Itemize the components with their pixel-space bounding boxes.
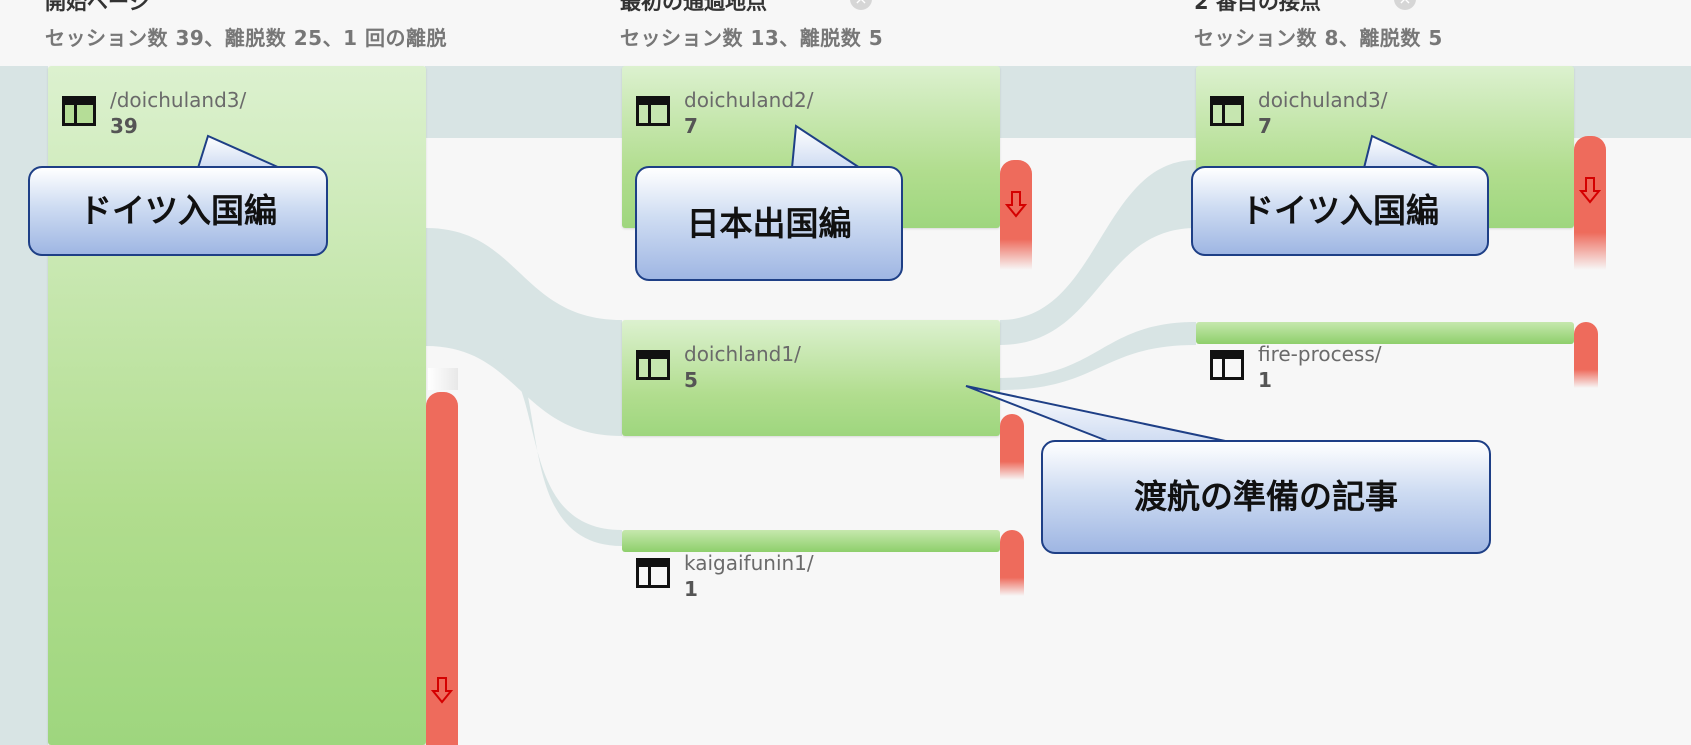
page-layout-icon: [62, 96, 96, 126]
drop-off-bar[interactable]: [1000, 530, 1024, 596]
page-path-label: doichland1/: [684, 342, 801, 366]
column-summary: セッション数 8、離脱数 5: [1194, 26, 1443, 50]
flow-link: [1000, 160, 1196, 345]
page-layout-icon: [636, 350, 670, 380]
annotation-callout: 渡航の準備の記事: [1041, 440, 1491, 554]
column-summary: セッション数 13、離脱数 5: [620, 26, 884, 50]
annotation-callout: ドイツ入国編: [28, 166, 328, 256]
close-icon[interactable]: ×: [1394, 0, 1416, 10]
page-path-label: doichuland2/: [684, 88, 814, 112]
session-count: 7: [684, 114, 698, 138]
session-count: 39: [110, 114, 138, 138]
annotation-callout: 日本出国編: [635, 166, 903, 281]
flow-link: [426, 228, 622, 436]
page-layout-icon: [636, 96, 670, 126]
drop-off-bar[interactable]: [426, 392, 458, 745]
page-layout-icon: [1210, 96, 1244, 126]
session-count: 5: [684, 368, 698, 392]
session-count: 1: [684, 577, 698, 601]
flow-link: [1000, 322, 1196, 390]
annotation-callout: ドイツ入国編: [1191, 166, 1489, 256]
page-node-kaigaifunin1[interactable]: [622, 530, 1000, 552]
session-count: 1: [1258, 368, 1272, 392]
page-node-fire-process[interactable]: [1196, 322, 1574, 344]
page-node-doichland1[interactable]: [622, 320, 1000, 436]
drop-off-shadow: [428, 368, 458, 390]
session-count: 7: [1258, 114, 1272, 138]
drop-off-arrow-icon: [431, 677, 453, 704]
close-icon[interactable]: ×: [850, 0, 872, 10]
drop-off-arrow-icon: [1579, 177, 1601, 204]
page-path-label: kaigaifunin1/: [684, 551, 814, 575]
column-title: 2 番目の接点: [1194, 0, 1321, 14]
page-layout-icon: [636, 558, 670, 588]
page-path-label: doichuland3/: [1258, 88, 1388, 112]
page-path-label: /doichuland3/: [110, 88, 247, 112]
drop-off-bar[interactable]: [1574, 322, 1598, 388]
page-path-label: fire-process/: [1258, 342, 1382, 366]
column-title: 開始ページ: [45, 0, 150, 14]
drop-off-arrow-icon: [1005, 191, 1027, 218]
page-layout-icon: [1210, 350, 1244, 380]
drop-off-bar[interactable]: [1000, 414, 1024, 480]
column-summary: セッション数 39、離脱数 25、1 回の離脱: [45, 26, 447, 50]
column-title: 最初の通過地点: [620, 0, 767, 14]
